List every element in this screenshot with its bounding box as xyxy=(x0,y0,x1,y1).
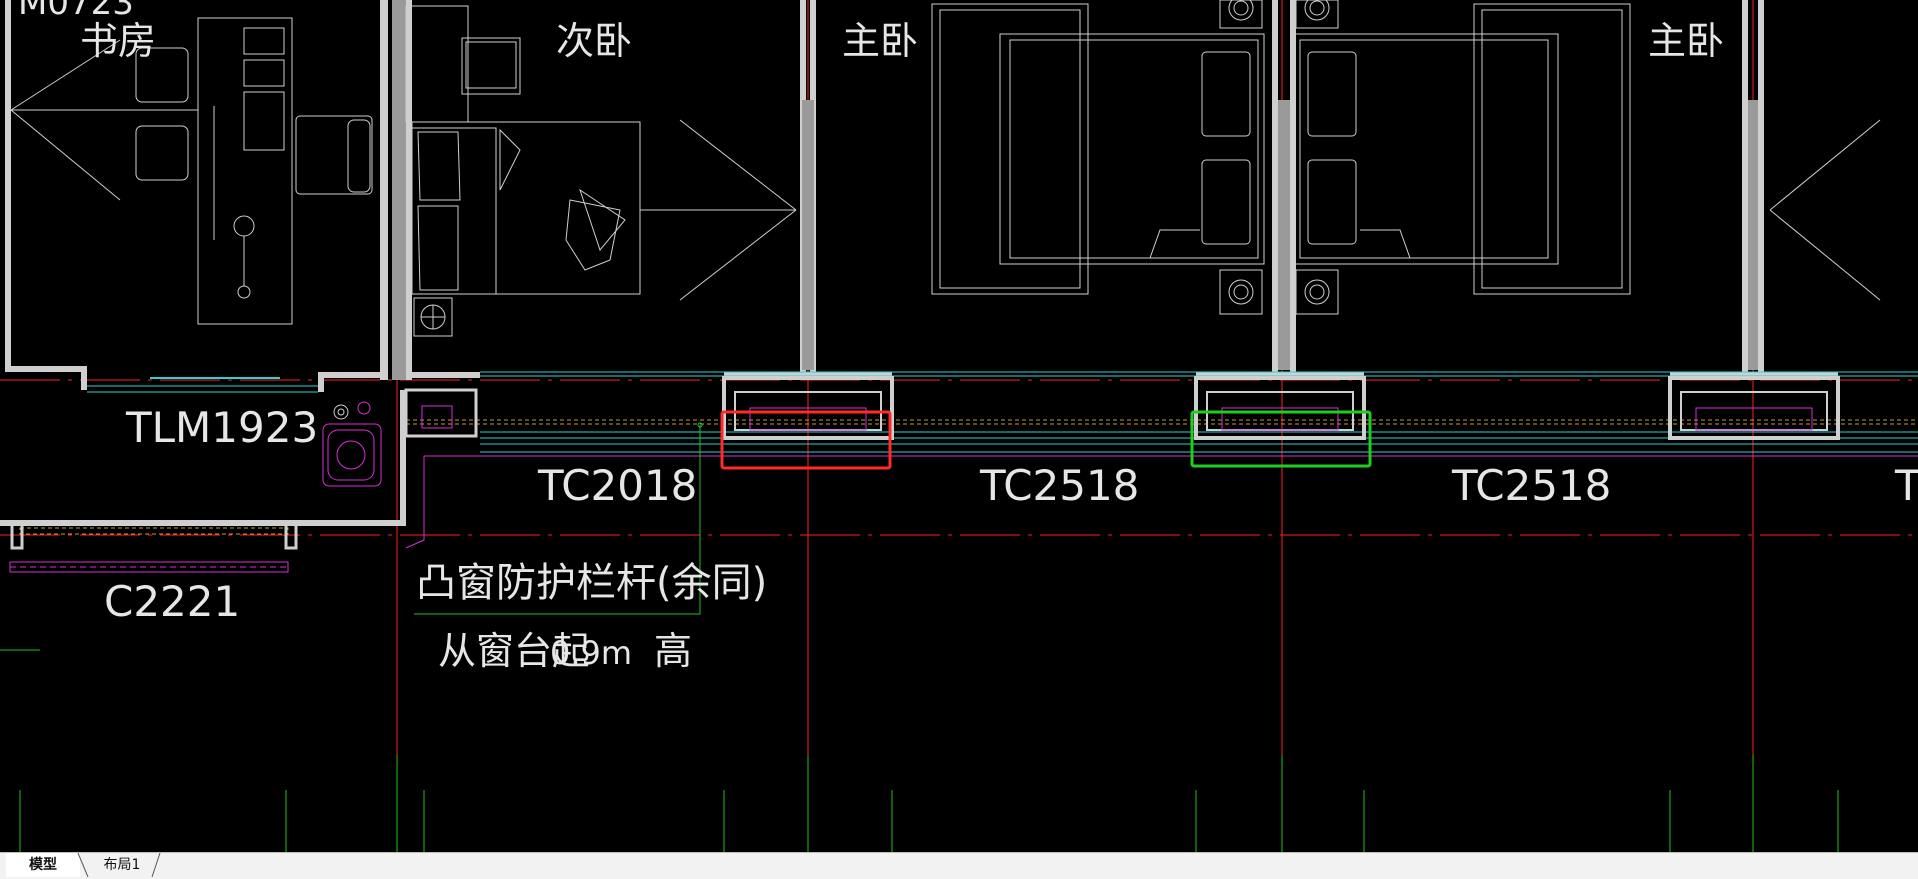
bathroom-fixtures xyxy=(322,401,382,487)
annotation-height-suffix: 高 xyxy=(654,629,692,673)
tab-layout1[interactable]: 布局1 xyxy=(92,853,152,877)
window-label-tc2518-a: TC2518 xyxy=(979,461,1139,510)
tab-separator xyxy=(151,853,161,878)
tab-model-label: 模型 xyxy=(29,857,57,873)
room-label-master-bedroom-2: 主卧 xyxy=(1648,19,1724,63)
walls xyxy=(0,0,1838,526)
annotation-height-value: 0.9m xyxy=(550,634,632,672)
window-label-tc2518-b: TC2518 xyxy=(1451,461,1611,510)
layout-tab-bar: 模型 布局1 xyxy=(0,852,1918,879)
cad-drawing-canvas[interactable]: M0723 书房 次卧 主卧 主卧 TLM1923 TC2018 TC2518 … xyxy=(0,0,1918,852)
annotation-height-prefix: 从窗台起 xyxy=(438,629,590,673)
highlight-green-box xyxy=(1190,410,1372,468)
window-label-tc2018: TC2018 xyxy=(537,461,697,510)
annotation-railing: 凸窗防护栏杆(余同) xyxy=(416,560,767,606)
tab-separator xyxy=(77,853,89,878)
dimension-ticks xyxy=(19,755,1839,852)
study-furniture xyxy=(10,17,373,325)
tab-model[interactable]: 模型 xyxy=(6,853,80,877)
room-label-master-bedroom-1: 主卧 xyxy=(842,19,918,63)
bay-windows xyxy=(0,371,1918,651)
highlight-red-box xyxy=(720,410,892,470)
room-label-second-bedroom: 次卧 xyxy=(556,19,632,63)
tab-layout1-label: 布局1 xyxy=(103,857,141,873)
door-label-tlm1923: TLM1923 xyxy=(125,403,318,452)
room-label-study: 书房 xyxy=(80,19,156,63)
annotation-leaders xyxy=(414,422,703,615)
door-label-partial: M0723 xyxy=(18,0,134,23)
master-bedroom-furniture xyxy=(931,0,1881,315)
window-label-c2221: C2221 xyxy=(104,577,240,626)
second-bedroom-furniture xyxy=(405,5,797,337)
window-label-tc-partial: TC xyxy=(1894,461,1918,510)
